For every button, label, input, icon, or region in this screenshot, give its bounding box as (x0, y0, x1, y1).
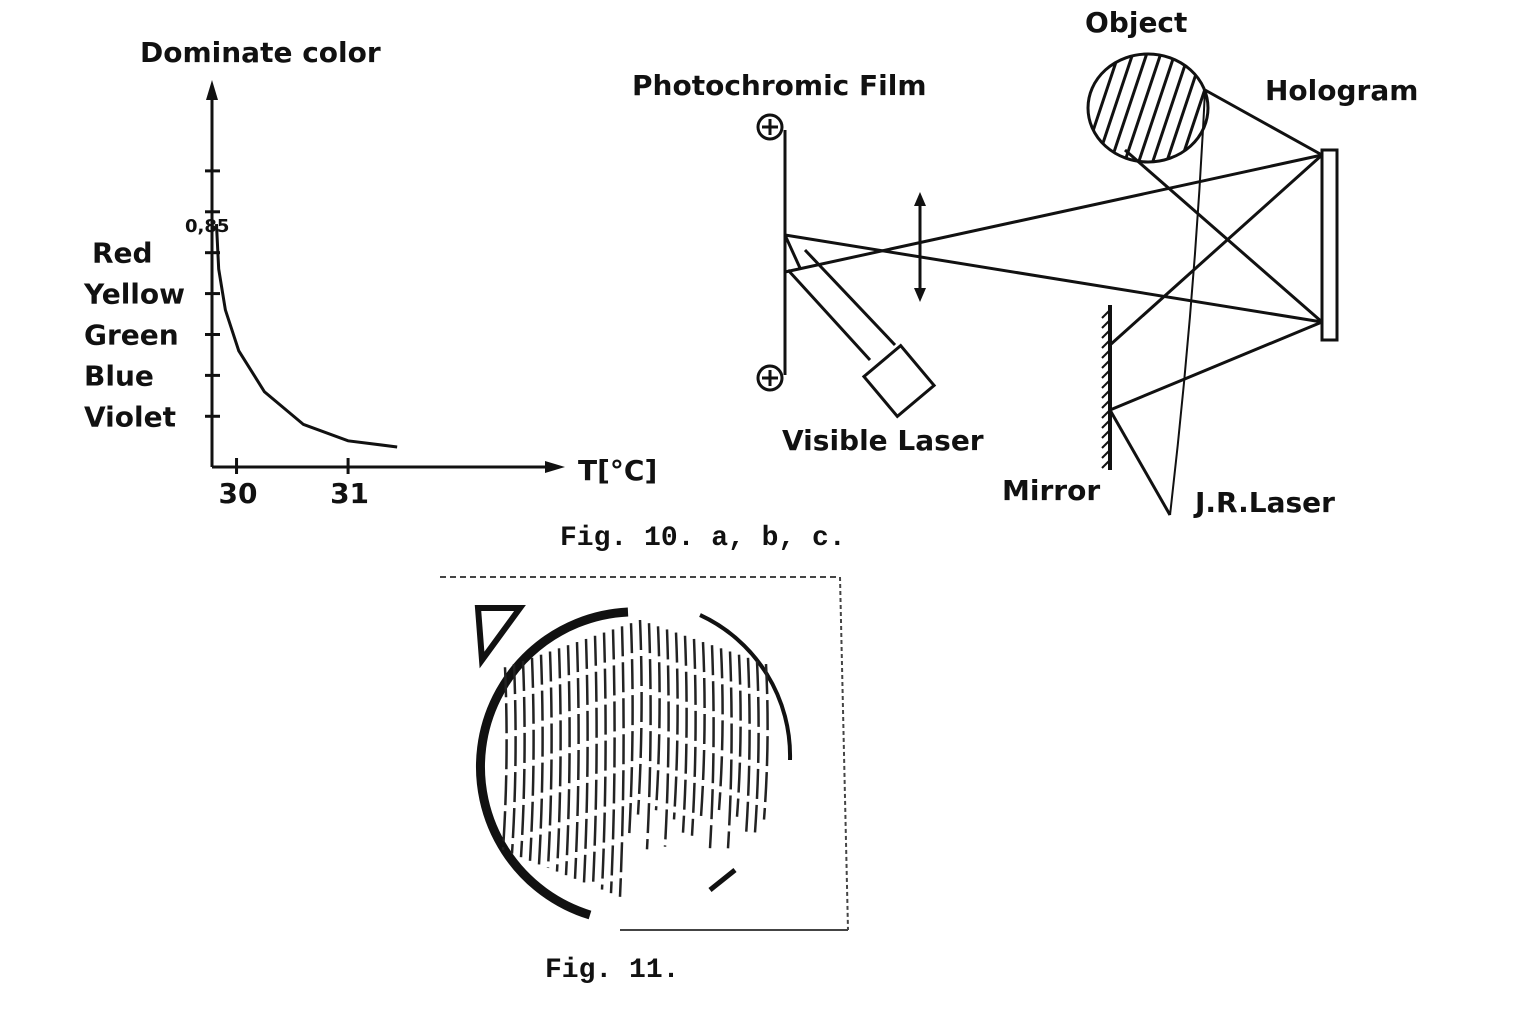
visible-laser (786, 248, 937, 419)
label-object: Object (1085, 6, 1187, 39)
plus-electrode-icon (756, 113, 784, 141)
hologram-setup-diagram: Photochromic Film Object Hologram Visibl… (632, 6, 1418, 519)
y-tick-label: Green (84, 318, 179, 351)
x-axis-arrow (545, 461, 565, 473)
label-photochromic-film: Photochromic Film (632, 69, 927, 102)
x-tick-label: 31 (330, 477, 369, 510)
y-axis-arrow (206, 80, 218, 100)
beams (783, 88, 1324, 516)
y-tick-label: Blue (84, 359, 154, 392)
y-tick-label: Yellow (83, 278, 185, 311)
chart-fig10a: Dominate color T[°C] 0,85 Violet Blue Gree… (83, 36, 657, 510)
fig10-caption: Fig. 10. a, b, c. (560, 523, 846, 554)
label-hologram: Hologram (1265, 74, 1418, 107)
annotation-085: 0,85 (185, 216, 229, 237)
plus-electrode-icon (756, 364, 784, 392)
object (1086, 52, 1210, 164)
label-mirror: Mirror (1002, 474, 1100, 507)
mirror (1101, 305, 1112, 470)
y-tick-label: Violet (84, 400, 176, 433)
fig11-caption: Fig. 11. (545, 955, 679, 986)
chart-title: Dominate color (140, 36, 381, 69)
y-tick-label: Red (92, 237, 153, 270)
series-line (214, 223, 398, 449)
x-axis-label: T[°C] (578, 454, 657, 487)
fig11-photo (440, 576, 849, 931)
label-visible-laser: Visible Laser (782, 424, 984, 457)
lens (914, 192, 926, 302)
hologram-plate (1320, 148, 1339, 342)
label-ir-laser: J.R.Laser (1193, 486, 1335, 519)
x-tick-label: 30 (219, 477, 258, 510)
photochromic-film (756, 113, 787, 392)
